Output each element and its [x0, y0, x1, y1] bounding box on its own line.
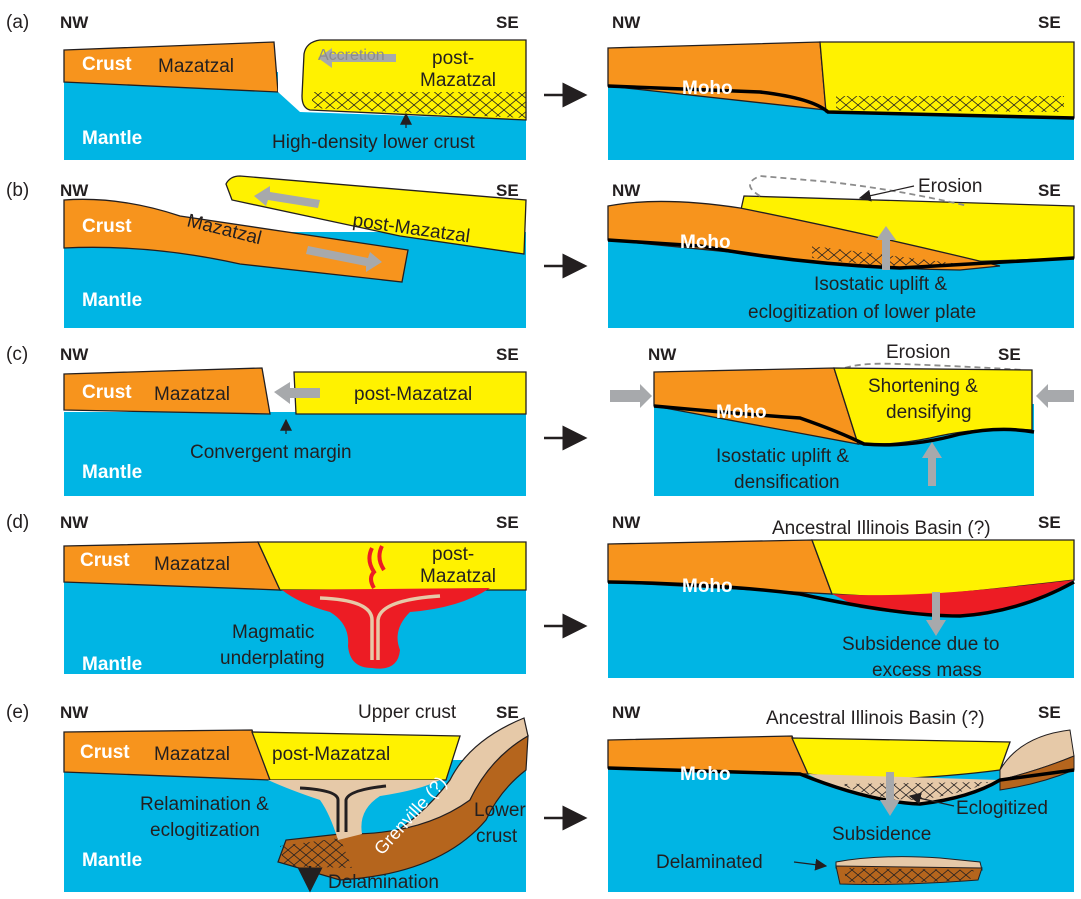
erosion-label: Erosion [886, 342, 950, 363]
panel-b: (b) NW SE Crust Mazatzal post-Mazatzal M… [6, 176, 1074, 328]
lower-line2: crust [476, 826, 518, 847]
nw-label: NW [612, 513, 641, 532]
se-label: SE [496, 513, 519, 532]
west-push-arrow [610, 384, 652, 408]
panel-a: (a) NW SE Crust Mazatzal Accretion post-… [6, 12, 1074, 160]
se-label: SE [496, 345, 519, 364]
se-label: SE [496, 703, 519, 722]
crust-label: Crust [82, 382, 132, 403]
relam-line1: Relamination & [140, 794, 269, 815]
upper-crust-label: Upper crust [358, 702, 457, 723]
se-label: SE [998, 345, 1021, 364]
panel-d: (d) NW SE Crust Mazatzal post- Mazatzal … [6, 512, 1074, 681]
moho-label: Moho [680, 232, 731, 253]
erosion-label: Erosion [918, 176, 982, 197]
mantle-label: Mantle [82, 850, 142, 871]
panel-b-tag: (b) [6, 180, 29, 201]
nw-label: NW [612, 703, 641, 722]
nw-label: NW [612, 181, 641, 200]
nw-label: NW [60, 181, 89, 200]
panel-e-tag: (e) [6, 702, 29, 723]
lower-line1: Lower [474, 800, 526, 821]
subsidence-label: Subsidence [832, 824, 931, 845]
densif-line2: densification [734, 472, 840, 493]
nw-label: NW [648, 345, 677, 364]
panel-c-tag: (c) [6, 344, 28, 365]
delaminated-hatch [844, 868, 974, 883]
mantle-label: Mantle [82, 128, 142, 149]
mazatzal-label: Mazatzal [158, 56, 234, 77]
delaminated-label: Delaminated [656, 852, 763, 873]
post-mazatzal-tail-label: Mazatzal [420, 70, 496, 91]
eclogitized-label: Eclogitized [956, 798, 1048, 819]
convergent-label: Convergent margin [190, 442, 352, 463]
se-label: SE [1038, 13, 1061, 32]
crust-label: Crust [82, 216, 132, 237]
panel-e: (e) NW SE Upper crust Grenville (?) Crus… [6, 702, 1074, 893]
moho-label: Moho [682, 78, 733, 99]
relam-line2: eclogitization [150, 820, 260, 841]
panel-c: (c) NW SE Crust Mazatzal post-Mazatzal C… [6, 342, 1074, 496]
post-label: post- [432, 544, 474, 565]
mazatzal-label: Mazatzal [154, 554, 230, 575]
ancestral-label: Ancestral Illinois Basin (?) [766, 708, 985, 729]
nw-label: NW [60, 13, 89, 32]
east-push-arrow [1036, 384, 1074, 408]
pointer [860, 186, 914, 198]
shortening-line2: densifying [886, 402, 972, 423]
mazatzal-label: Mazatzal [154, 744, 230, 765]
post-mazatzal-label: post-Mazatzal [272, 744, 390, 765]
nw-label: NW [60, 703, 89, 722]
mantle-label: Mantle [82, 462, 142, 483]
high-density-label: High-density lower crust [272, 132, 475, 153]
nw-label: NW [60, 345, 89, 364]
iso-uplift-line1: Isostatic uplift & [814, 274, 947, 295]
post-mazatzal-label: post-Mazatzal [354, 384, 472, 405]
delamination-label: Delamination [328, 872, 439, 893]
magmatic-line1: Magmatic [232, 622, 314, 643]
ancestral-label: Ancestral Illinois Basin (?) [772, 518, 991, 539]
nw-label: NW [612, 13, 641, 32]
panel-a-tag: (a) [6, 12, 29, 33]
mazatzal-label: Mazatzal [154, 384, 230, 405]
mantle-label: Mantle [82, 290, 142, 311]
post-mazatzal-tail-label: Mazatzal [420, 566, 496, 587]
crust-label: Crust [82, 54, 132, 75]
densif-line1: Isostatic uplift & [716, 446, 849, 467]
subsidence-line1: Subsidence due to [842, 634, 999, 655]
moho-label: Moho [716, 402, 767, 423]
accretion-label: Accretion [318, 47, 385, 64]
post-label: post- [432, 48, 474, 69]
shortening-line1: Shortening & [868, 376, 978, 397]
se-label: SE [1038, 513, 1061, 532]
magmatic-line2: underplating [220, 648, 325, 669]
crust-label: Crust [80, 742, 130, 763]
se-label: SE [1038, 181, 1061, 200]
lower-crust-hatch [836, 96, 1064, 112]
se-label: SE [1038, 703, 1061, 722]
moho-label: Moho [682, 576, 733, 597]
subsidence-line2: excess mass [872, 660, 982, 681]
crust-label: Crust [80, 550, 130, 571]
se-label: SE [496, 13, 519, 32]
panel-d-tag: (d) [6, 512, 29, 533]
iso-uplift-line2: eclogitization of lower plate [748, 302, 976, 323]
moho-label: Moho [680, 764, 731, 785]
mantle-label: Mantle [82, 654, 142, 675]
nw-label: NW [60, 513, 89, 532]
